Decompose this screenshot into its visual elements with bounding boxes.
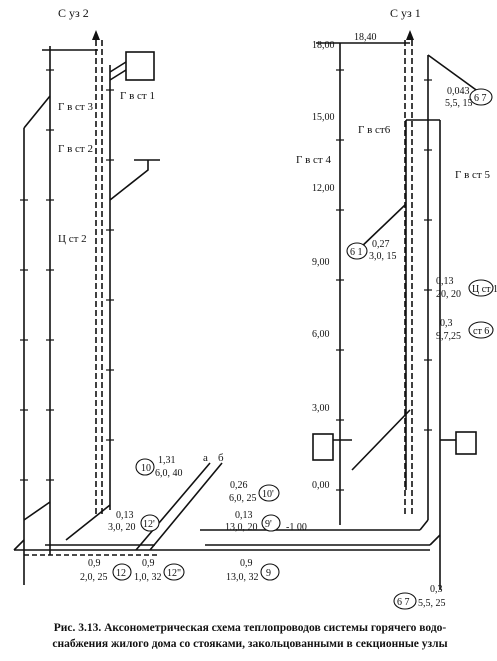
annot-value: 13,0, 32 [226, 572, 259, 583]
annot-value: 5,5, 15 [445, 98, 473, 109]
header-right: С уз 1 [390, 6, 421, 20]
level-mark: 6,00 [312, 329, 330, 340]
annot-tag: 10' [262, 489, 274, 500]
annot-value: 3,0, 20 [108, 522, 136, 533]
annot-value: 0,3 [440, 318, 453, 329]
level-mark: 15,00 [312, 112, 335, 123]
annot-value: 0,9 [142, 558, 155, 569]
annot-tag: 12 [116, 568, 126, 579]
label-gvst3: Г в ст 3 [58, 101, 93, 113]
figure-caption: Рис. 3.13. Аксонометрическая схема тепло… [8, 620, 492, 652]
caption-line-2: снабжения жилого дома со стояками, закол… [52, 638, 448, 650]
annot-value: 0,3 [430, 584, 443, 595]
annot-value: 0,26 [230, 480, 248, 491]
label-st6: ст 6 [473, 326, 489, 337]
header-left: С уз 2 [58, 6, 89, 20]
annot-value: 0,13 [116, 510, 134, 521]
annot-value: 0,043 [447, 86, 470, 97]
annot-value: 20, 20 [436, 289, 461, 300]
level-mark: 12,00 [312, 183, 335, 194]
level-mark: 3,00 [312, 403, 330, 414]
annot-tag: 6 7 [397, 597, 410, 608]
label-b: б [218, 452, 224, 464]
annot-tag: 9 [266, 568, 271, 579]
label-gvst2: Г в ст 2 [58, 143, 93, 155]
annot-value: 6,0, 25 [229, 493, 257, 504]
label-gvst4: Г в ст 4 [296, 154, 331, 166]
annot-value: 0,9 [88, 558, 101, 569]
annot-tag: 10 [141, 463, 151, 474]
up-arrow-icon [406, 30, 414, 40]
annot-value: 0,27 [372, 239, 390, 250]
annot-value: 5,5, 25 [418, 598, 446, 609]
annot-tag: 12" [167, 568, 181, 579]
annot-value: 9,7,25 [436, 331, 461, 342]
label-gvst6: Г в ст6 [358, 124, 391, 136]
level-mark: 18,00 [312, 40, 335, 51]
label-tsst2: Ц ст 2 [58, 233, 87, 245]
annot-tag: 6 7 [474, 93, 487, 104]
annot-value: 0,13 [436, 276, 454, 287]
level-mark: 9,00 [312, 257, 330, 268]
up-arrow-icon [92, 30, 100, 40]
level-top: 18,40 [354, 32, 377, 43]
level-mark: 0,00 [312, 480, 330, 491]
annot-value: 3,0, 15 [369, 251, 397, 262]
annot-tag: 6 1 [350, 247, 363, 258]
level-mark: -1 00 [286, 522, 307, 533]
annot-value: 1,31 [158, 455, 176, 466]
annot-value: 1,0, 32 [134, 572, 162, 583]
caption-line-1: Рис. 3.13. Аксонометрическая схема тепло… [53, 622, 447, 634]
label-gvst1: Г в ст 1 [120, 90, 155, 102]
annot-value: 6,0, 40 [155, 468, 183, 479]
annot-tag: 12' [143, 519, 155, 530]
annot-value: 0,13 [235, 510, 253, 521]
annot-value: 2,0, 25 [80, 572, 108, 583]
annot-tag: 9' [265, 519, 272, 530]
annot-value: 13,0, 20 [225, 522, 258, 533]
label-gvst5: Г в ст 5 [455, 169, 490, 181]
annot-value: 0,9 [240, 558, 253, 569]
label-a: а [203, 452, 208, 464]
label-tsst1: Ц ст 1 [472, 284, 497, 295]
